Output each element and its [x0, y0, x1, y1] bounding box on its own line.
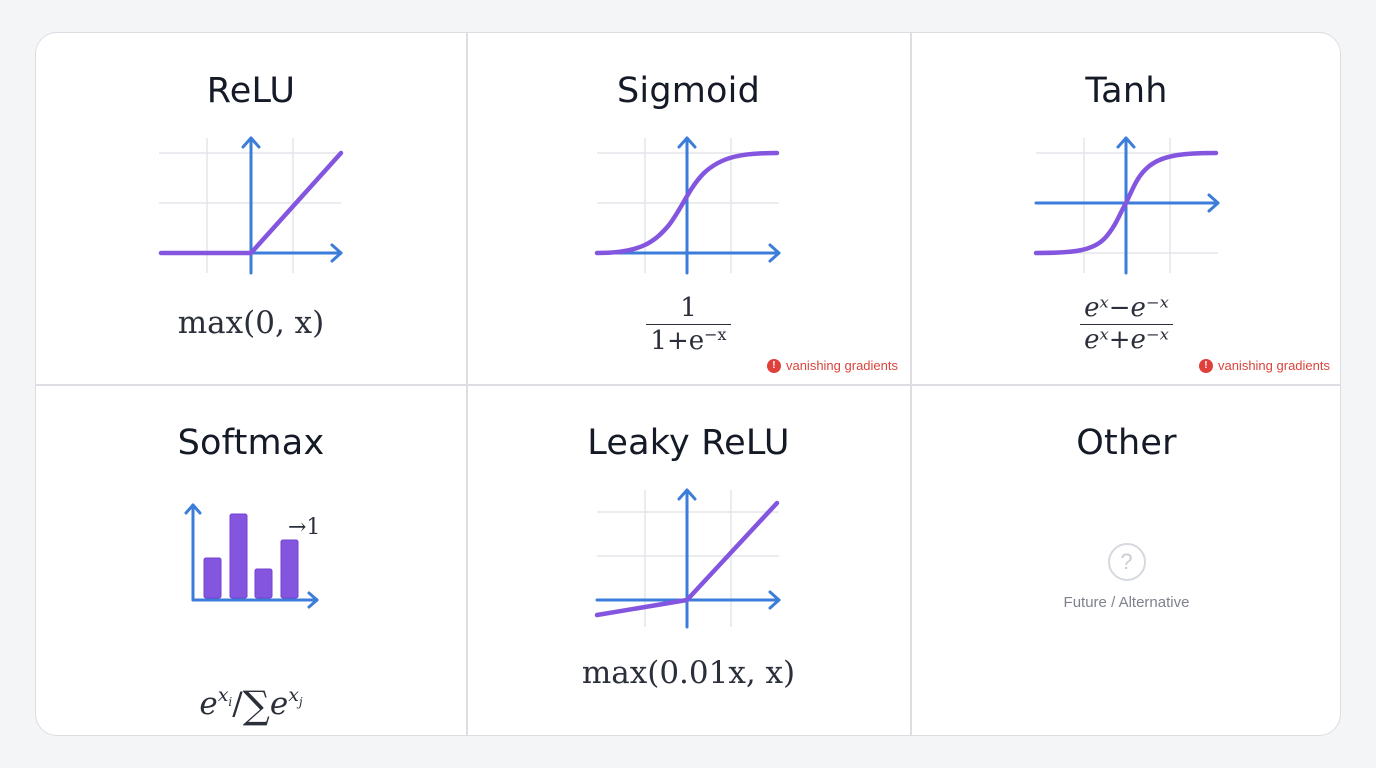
alert-icon: ! [1198, 358, 1213, 373]
formula: max(0, x) [177, 305, 325, 341]
tanh-plot [1033, 136, 1220, 275]
softmax-plot [184, 503, 319, 609]
formula: eˣ−e⁻ˣ eˣ+e⁻ˣ [911, 293, 1340, 355]
formula-denominator: eˣ+e⁻ˣ [1080, 324, 1173, 354]
activation-functions-card: ReLU max(0, x) Sigmoid [35, 32, 1341, 736]
cell-title: ReLU [206, 71, 296, 111]
cell-title: Other [1076, 423, 1177, 463]
formula-numerator: eˣ−e⁻ˣ [1084, 293, 1169, 323]
cell-title: Sigmoid [616, 71, 760, 111]
question-circle-icon: ? [1107, 543, 1146, 581]
cell-title: Leaky ReLU [587, 423, 790, 463]
leaky-relu-plot [594, 488, 781, 629]
cell-title: Softmax [177, 423, 325, 463]
formula: 1 1+e−x [467, 293, 910, 357]
sum-to-one-annotation: →1 [288, 515, 321, 540]
cell-tanh: Tanh eˣ−e⁻ˣ eˣ+e⁻ˣ ! vanishing gradients [911, 33, 1340, 384]
warning-text: vanishing gradients [785, 358, 898, 373]
cell-relu: ReLU max(0, x) [36, 33, 466, 384]
row-divider [36, 384, 1340, 386]
warning-badge: ! vanishing gradients [766, 358, 898, 373]
warning-text: vanishing gradients [1217, 358, 1330, 373]
cell-softmax: Softmax →1 exi/∑exj [36, 385, 466, 735]
cell-title: Tanh [1085, 71, 1168, 111]
warning-badge: ! vanishing gradients [1198, 358, 1330, 373]
formula-denominator: 1+e−x [646, 324, 731, 357]
column-divider-2 [910, 33, 912, 735]
formula-den-exp: −x [704, 325, 727, 345]
sigmoid-plot [594, 136, 781, 275]
cell-sigmoid: Sigmoid 1 1+e−x ! vanishing gradients [467, 33, 910, 384]
relu-plot [158, 136, 344, 275]
placeholder-label: Future / Alternative [1063, 594, 1190, 611]
formula-den-base: 1+e [650, 326, 705, 357]
formula-numerator: 1 [680, 293, 697, 323]
cell-leaky-relu: Leaky ReLU max(0.01x, x) [467, 385, 910, 735]
formula: max(0.01x, x) [581, 655, 796, 691]
column-divider-1 [466, 33, 468, 735]
alert-icon: ! [766, 358, 781, 373]
formula: exi/∑exj [199, 683, 303, 727]
cell-other: Other ? Future / Alternative [911, 385, 1340, 735]
